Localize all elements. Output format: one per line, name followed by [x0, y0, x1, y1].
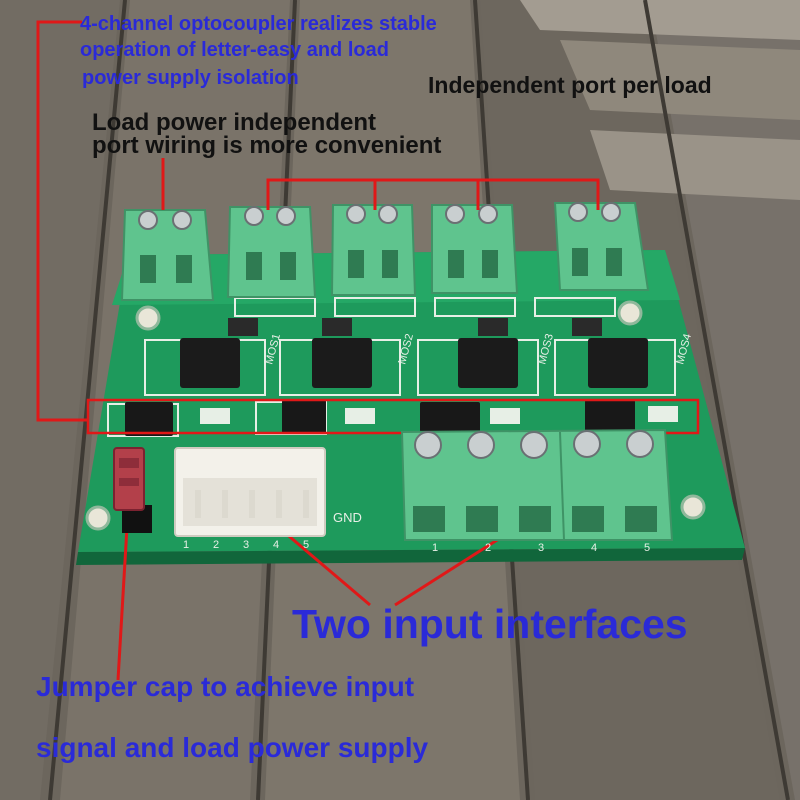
optocoupler-note-line3: power supply isolation [82, 67, 299, 89]
mosfet-1 [144, 318, 266, 396]
load-terminal-5 [553, 202, 650, 291]
header-pin-2: 2 [213, 539, 219, 551]
load-power-note-line2: port wiring is more convenient [92, 132, 442, 159]
header-pin-5: 5 [303, 539, 309, 551]
load-power-note-line1: Load power independent [92, 109, 377, 136]
load-terminal-1 [120, 209, 215, 301]
header-pin-3: 3 [243, 539, 249, 551]
load-terminals [120, 202, 650, 301]
load-terminal-3 [330, 204, 417, 296]
input-terminal-block [400, 428, 674, 541]
mosfet-4 [554, 318, 676, 396]
optocoupler-callout-box [86, 398, 700, 435]
optocoupler-note-line2: operation of letter-easy and load [80, 39, 389, 61]
terminal-pin-3: 3 [538, 542, 544, 554]
input-header [174, 447, 326, 537]
terminal-pin-2: 2 [485, 542, 491, 554]
two-inputs-note: Two input interfaces [292, 601, 688, 647]
jumper-cap [113, 447, 152, 533]
mosfet-row: MOS1 MOS2 MOS3 MOS4 [144, 318, 694, 396]
load-terminal-2 [226, 206, 317, 298]
mosfet-2 [279, 318, 401, 396]
terminal-pin-4: 4 [591, 542, 597, 554]
terminal-pin-1: 1 [432, 542, 438, 554]
header-pin-1: 1 [183, 539, 189, 551]
header-pin-4: 4 [273, 539, 279, 551]
optocoupler-note-line1: 4-channel optocoupler realizes stable [80, 13, 437, 35]
terminal-pin-5: 5 [644, 542, 650, 554]
jumper-note-line1: Jumper cap to achieve input [36, 671, 415, 702]
gnd-label: GND [333, 510, 362, 525]
optocoupler-row [107, 400, 678, 437]
jumper-note-line2: signal and load power supply [36, 732, 429, 763]
load-terminal-4 [431, 204, 519, 294]
mosfet-3 [417, 318, 539, 396]
independent-port-note: Independent port per load [428, 72, 712, 98]
